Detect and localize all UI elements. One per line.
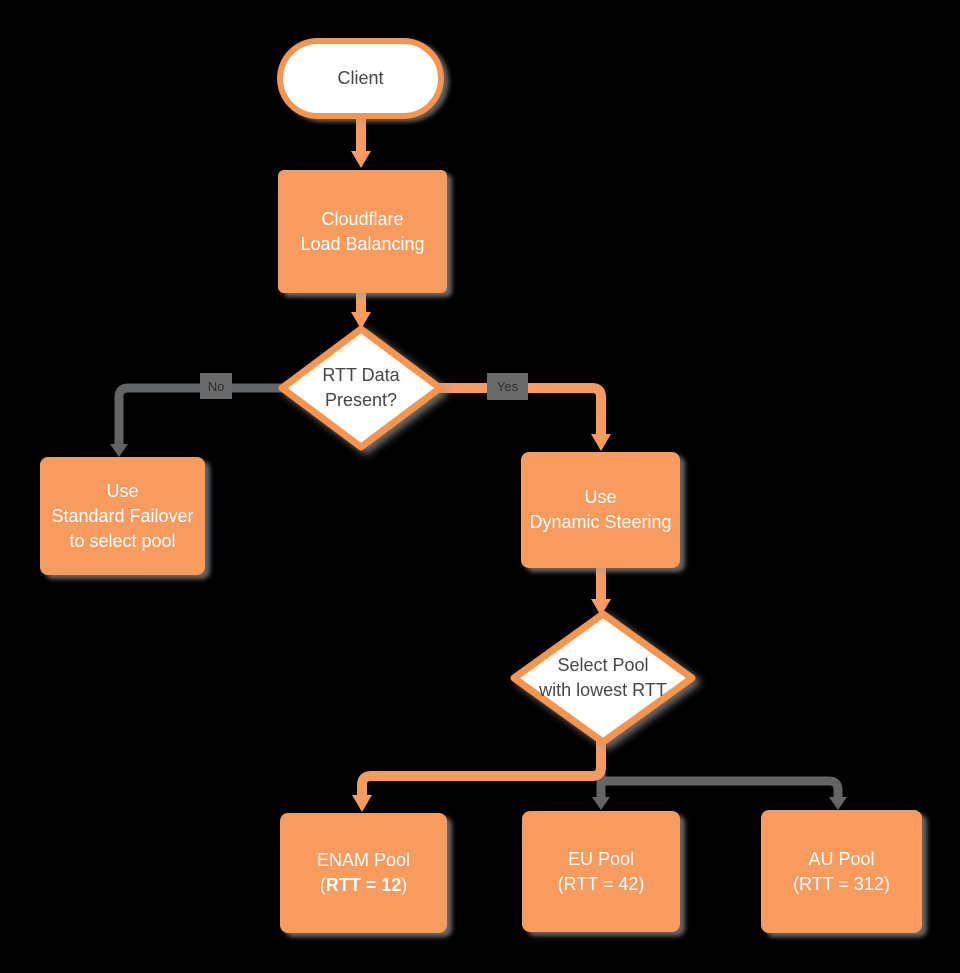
standard-failover-line1: Use [106, 480, 139, 501]
arrowhead-to-loadbalancing-icon [351, 151, 371, 168]
arrowhead-to-steering-icon [591, 434, 611, 451]
au-pool-node: AU Pool (RTT = 312) [761, 810, 922, 933]
rtt-decision-label: RTT Data Present? [291, 362, 431, 414]
eu-pool-line1: EU Pool [567, 848, 635, 869]
arrowhead-to-selectpool-icon [591, 599, 611, 616]
edge-label-yes: Yes [487, 373, 528, 400]
dynamic-steering-line2: Dynamic Steering [529, 512, 672, 532]
client-label: Client [337, 68, 384, 88]
standard-failover-line3: to select pool [69, 530, 176, 551]
arrowhead-to-au-icon [829, 797, 847, 810]
client-node: Client [277, 38, 444, 119]
standard-failover-line2: Standard Failover [51, 505, 194, 526]
arrowhead-to-eu-icon [592, 797, 610, 810]
arrowhead-to-enam-icon [352, 795, 372, 812]
edge-selectpool-to-au [601, 776, 843, 798]
dynamic-steering-line1: Use [584, 487, 617, 507]
select-pool-label: Select Pool with lowest RTT [518, 652, 688, 704]
edge-rtt-yes-to-steering [437, 383, 606, 435]
select-pool-diamond [510, 610, 696, 746]
edge-label-no: No [200, 373, 232, 399]
enam-paren-close: ) [401, 875, 408, 895]
au-pool-line1: AU Pool [808, 848, 875, 869]
load-balancing-line1: Cloudflare [321, 208, 404, 229]
enam-pool-line2: (RTT = 12) [280, 873, 447, 898]
rtt-decision-line2: Present? [324, 390, 398, 410]
au-pool-line2: (RTT = 312) [793, 873, 890, 894]
select-pool-line2: with lowest RTT [539, 680, 667, 700]
edge-selectpool-to-enam [357, 740, 606, 796]
arrowhead-to-rtt-icon [351, 312, 371, 329]
dynamic-steering-node: Use Dynamic Steering [521, 452, 680, 568]
eu-pool-line2: (RTT = 42) [557, 873, 645, 894]
standard-failover-node: Use Standard Failover to select pool [40, 457, 205, 575]
rtt-decision-line1: RTT Data [322, 365, 400, 385]
load-balancing-line2: Load Balancing [300, 233, 425, 254]
enam-pool-node: ENAM Pool (RTT = 12) [280, 813, 447, 933]
enam-paren-open: ( [319, 875, 326, 895]
arrowhead-to-failover-icon [110, 444, 128, 457]
edge-rtt-no-to-failover [114, 383, 285, 444]
rtt-decision-diamond [278, 325, 444, 451]
select-pool-line1: Select Pool [557, 655, 649, 675]
eu-pool-node: EU Pool (RTT = 42) [522, 811, 680, 932]
load-balancing-node: Cloudflare Load Balancing [278, 170, 447, 293]
enam-pool-line1: ENAM Pool [316, 850, 411, 870]
enam-rtt-value: RTT = 12 [325, 875, 402, 895]
